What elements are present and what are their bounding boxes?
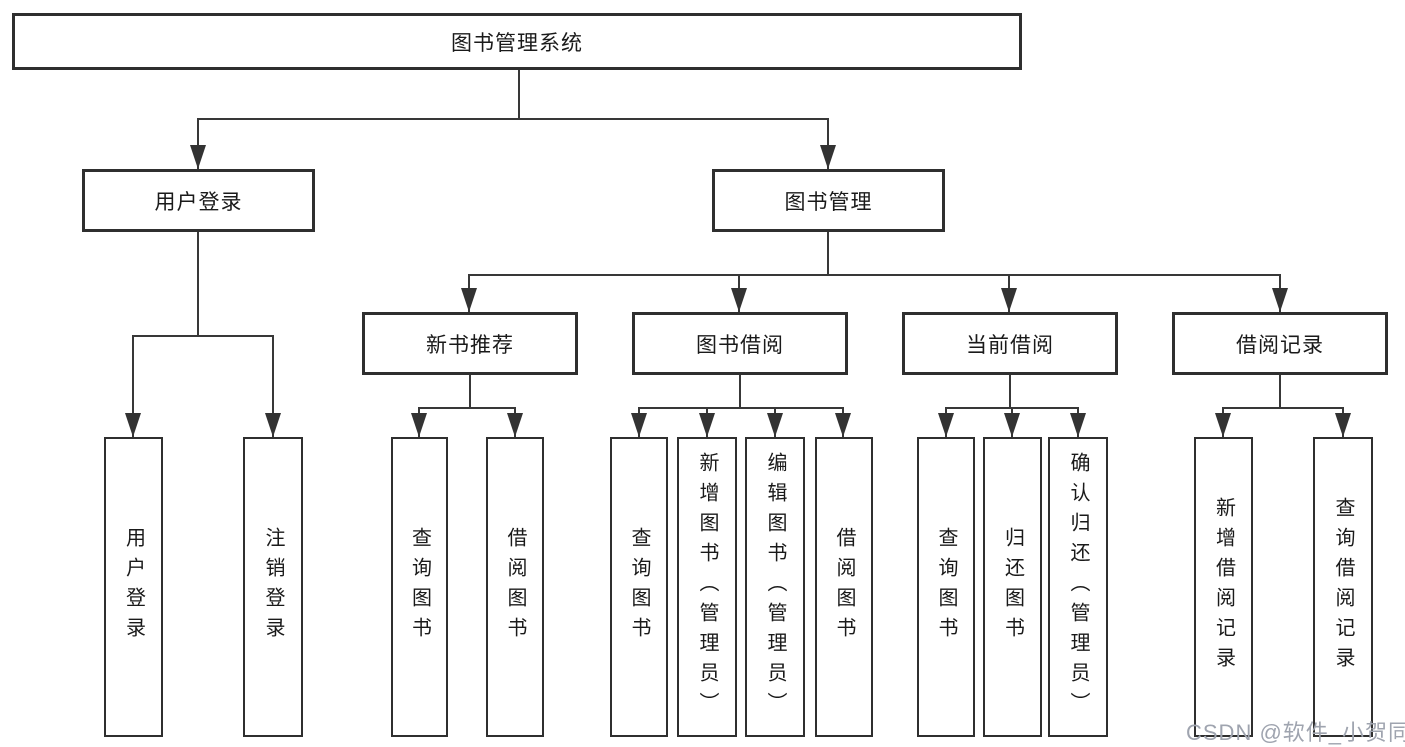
arrowhead-new-book (461, 288, 477, 312)
arrowhead-cb-query (938, 413, 954, 437)
leaf-bb-edit-books-admin: 编辑图书（管理员） (745, 437, 805, 737)
arrowhead-bb-edit (767, 413, 783, 437)
arrowhead-cb-confirm (1070, 413, 1086, 437)
arrowhead-br-query (1335, 413, 1351, 437)
leaf-cb-confirm-return-admin-label: 确认归还（管理员） (1067, 452, 1089, 722)
arrowhead-bb-query (631, 413, 647, 437)
node-book-management: 图书管理 (712, 169, 945, 232)
arrowhead-nb-query (411, 413, 427, 437)
edge-bookborrow-hbar (639, 407, 844, 409)
edge-root-hbar (197, 118, 829, 120)
node-borrow-records-label: 借阅记录 (1236, 333, 1324, 357)
arrowhead-bb-add (699, 413, 715, 437)
arrowhead-leaf-user-login (125, 413, 141, 437)
node-borrow-records: 借阅记录 (1172, 312, 1388, 375)
edge-newbook-stem (469, 375, 471, 407)
leaf-cb-query-books: 查询图书 (917, 437, 975, 737)
edge-records-hbar (1223, 407, 1343, 409)
arrowhead-user-login (190, 145, 206, 169)
leaf-br-query-record-label: 查询借阅记录 (1332, 497, 1354, 677)
arrowhead-bb-borrow (835, 413, 851, 437)
node-current-borrow-label: 当前借阅 (966, 333, 1054, 357)
node-book-borrow-label: 图书借阅 (696, 333, 784, 357)
leaf-bb-add-books-admin-label: 新增图书（管理员） (696, 452, 718, 722)
leaf-bb-edit-books-admin-label: 编辑图书（管理员） (764, 452, 786, 722)
leaf-bb-borrow-books-label: 借阅图书 (833, 527, 855, 647)
leaf-user-login: 用户登录 (104, 437, 163, 737)
leaf-br-add-record-label: 新增借阅记录 (1212, 497, 1235, 677)
leaf-nb-query-books: 查询图书 (391, 437, 448, 737)
leaf-bb-add-books-admin: 新增图书（管理员） (677, 437, 737, 737)
arrowhead-nb-borrow (507, 413, 523, 437)
arrowhead-book-borrow (731, 288, 747, 312)
node-user-login: 用户登录 (82, 169, 315, 232)
leaf-nb-query-books-label: 查询图书 (408, 527, 431, 647)
edge-userlogin-stem (197, 232, 199, 335)
edge-bookborrow-stem (739, 375, 741, 407)
leaf-bb-borrow-books: 借阅图书 (815, 437, 873, 737)
arrowhead-book-management (820, 145, 836, 169)
node-root-label: 图书管理系统 (451, 31, 583, 55)
leaf-cb-confirm-return-admin: 确认归还（管理员） (1048, 437, 1108, 737)
arrowhead-br-add (1215, 413, 1231, 437)
leaf-br-query-record: 查询借阅记录 (1313, 437, 1373, 737)
leaf-user-login-label: 用户登录 (122, 527, 145, 647)
node-current-borrow: 当前借阅 (902, 312, 1118, 375)
arrowhead-leaf-logout (265, 413, 281, 437)
leaf-br-add-record: 新增借阅记录 (1194, 437, 1253, 737)
leaf-bb-query-books: 查询图书 (610, 437, 668, 737)
edge-newbook-hbar (419, 407, 516, 409)
edge-bookmgmt-stem (827, 232, 829, 274)
edge-root-stem (518, 70, 520, 118)
leaf-cb-query-books-label: 查询图书 (935, 527, 957, 647)
arrowhead-current-borrow (1001, 288, 1017, 312)
edge-drop-user-login (197, 118, 199, 169)
leaf-nb-borrow-books-label: 借阅图书 (504, 527, 526, 647)
leaf-nb-borrow-books: 借阅图书 (486, 437, 544, 737)
node-new-book-recommend-label: 新书推荐 (426, 333, 514, 357)
edge-drop-book-management (827, 118, 829, 169)
node-user-login-label: 用户登录 (154, 190, 243, 214)
edge-userlogin-hbar (132, 335, 274, 337)
edge-drop-leaf-logout (272, 335, 274, 437)
arrowhead-cb-return (1004, 413, 1020, 437)
edge-records-stem (1279, 375, 1281, 407)
leaf-logout-label: 注销登录 (262, 527, 284, 647)
node-book-borrow: 图书借阅 (632, 312, 848, 375)
edge-drop-leaf-user-login (132, 335, 134, 437)
leaf-bb-query-books-label: 查询图书 (628, 527, 650, 647)
leaf-logout: 注销登录 (243, 437, 303, 737)
node-new-book-recommend: 新书推荐 (362, 312, 578, 375)
edge-bookmgmt-hbar (468, 274, 1281, 276)
leaf-cb-return-books-label: 归还图书 (1001, 527, 1024, 647)
arrowhead-borrow-records (1272, 288, 1288, 312)
csdn-watermark: CSDN @软件_小贺同学 (1186, 720, 1405, 745)
node-book-management-label: 图书管理 (784, 190, 873, 214)
edge-currentborrow-stem (1009, 375, 1011, 407)
leaf-cb-return-books: 归还图书 (983, 437, 1042, 737)
node-root: 图书管理系统 (12, 13, 1022, 70)
